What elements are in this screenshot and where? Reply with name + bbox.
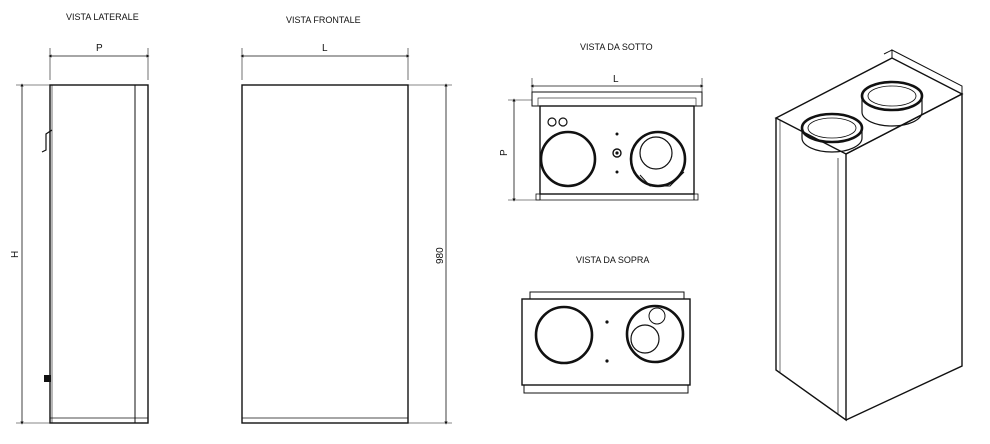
iso-side-face — [845, 92, 963, 421]
lateral-body-outline — [49, 84, 149, 424]
upper-hinge — [41, 129, 53, 153]
lateral-view: VISTA LATERALE P H — [10, 12, 150, 425]
small-port-1 — [547, 117, 557, 127]
lateral-width-label: P — [96, 43, 103, 54]
condensate-drain — [612, 148, 622, 158]
small-port-2 — [558, 117, 568, 127]
front-height-value: 980 — [435, 247, 446, 264]
bottom-view: VISTA DA SOTTO L P — [499, 42, 704, 202]
top-left-duct — [534, 305, 594, 365]
lateral-view-title: VISTA LATERALE — [66, 12, 139, 22]
bottom-left-duct — [539, 130, 597, 188]
bottom-body-outline — [539, 105, 695, 195]
bottom-width-label: L — [613, 74, 619, 85]
bottom-view-title: VISTA DA SOTTO — [580, 42, 653, 52]
isometric-view — [774, 49, 964, 422]
iso-front-face — [775, 118, 847, 422]
front-width-label: L — [322, 43, 328, 54]
bottom-right-duct — [629, 130, 687, 188]
front-body-outline — [241, 84, 409, 424]
top-view-title: VISTA DA SOPRA — [576, 255, 649, 265]
lateral-height-label: H — [10, 251, 21, 258]
lower-hinge — [44, 375, 51, 382]
front-view-title: VISTA FRONTALE — [286, 15, 361, 25]
bottom-depth-label: P — [499, 149, 510, 156]
front-view: VISTA FRONTALE L 980 — [240, 15, 452, 425]
top-right-duct — [625, 304, 685, 364]
top-view: VISTA DA SOPRA — [521, 255, 691, 394]
